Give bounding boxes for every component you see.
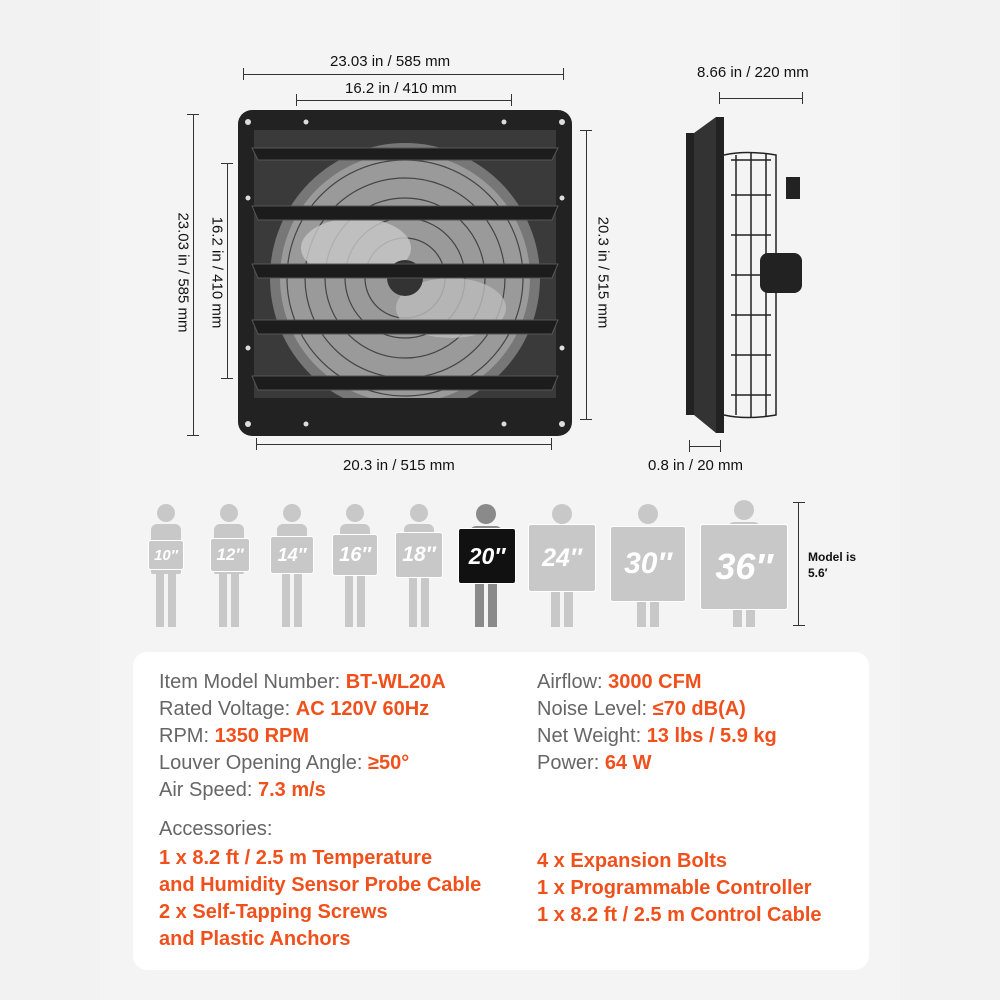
size-label-30: 30″ — [610, 526, 686, 602]
spec-noise-level: Noise Level: ≤70 dB(A) — [537, 698, 746, 720]
spec-net-weight: Net Weight: 13 lbs / 5.9 kg — [537, 725, 777, 747]
spec-model-number: Item Model Number: BT-WL20A — [159, 671, 446, 693]
front-width-inner-label: 16.2 in / 410 mm — [345, 80, 457, 97]
accessory-item: and Plastic Anchors — [159, 928, 351, 950]
size-label-10: 10″ — [148, 540, 184, 570]
model-height-note-line1: Model is — [808, 550, 857, 564]
spec-power: Power: 64 W — [537, 752, 652, 774]
front-height-frame-label: 20.3 in / 515 mm — [594, 216, 612, 329]
accessory-item: 2 x Self-Tapping Screws — [159, 901, 388, 923]
size-label-20: 20″ — [458, 528, 516, 584]
size-label-24: 24″ — [528, 524, 596, 592]
size-label-36: 36″ — [700, 524, 788, 610]
spec-rpm: RPM: 1350 RPM — [159, 725, 310, 747]
accessory-item: 1 x 8.2 ft / 2.5 m Temperature — [159, 847, 433, 869]
accessories-title: Accessories: — [159, 818, 273, 840]
side-flange-label: 0.8 in / 20 mm — [648, 457, 744, 474]
side-depth-label: 8.66 in / 220 mm — [697, 64, 809, 81]
accessory-item: 4 x Expansion Bolts — [537, 850, 728, 872]
front-width-bottom-label: 20.3 in / 515 mm — [343, 457, 455, 474]
size-label-14: 14″ — [270, 536, 314, 574]
front-height-inner-label: 16.2 in / 410 mm — [208, 216, 226, 329]
spec-rated-voltage: Rated Voltage: AC 120V 60Hz — [159, 698, 430, 720]
size-label-16: 16″ — [332, 534, 378, 576]
accessory-item: and Humidity Sensor Probe Cable — [159, 874, 482, 896]
fan-side-illustration — [686, 117, 802, 433]
spec-airflow: Airflow: 3000 CFM — [537, 671, 702, 693]
front-width-outer-label: 23.03 in / 585 mm — [330, 53, 451, 70]
size-label-12: 12″ — [210, 538, 250, 572]
accessory-item: 1 x 8.2 ft / 2.5 m Control Cable — [537, 904, 822, 926]
spec-card — [133, 652, 869, 970]
spec-louver-angle: Louver Opening Angle: ≥50° — [159, 752, 410, 774]
spec-air-speed: Air Speed: 7.3 m/s — [159, 779, 326, 801]
size-label-18: 18″ — [395, 532, 443, 578]
accessory-item: 1 x Programmable Controller — [537, 877, 812, 899]
fan-front-illustration — [238, 110, 572, 436]
model-height-note-line2: 5.6′ — [808, 566, 828, 580]
front-height-outer-label: 23.03 in / 585 mm — [174, 212, 192, 333]
